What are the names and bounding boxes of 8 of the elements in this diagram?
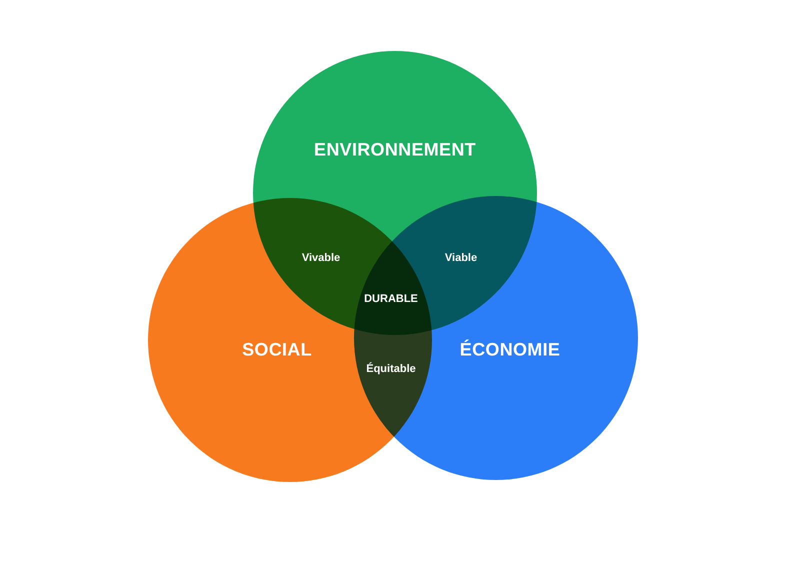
intersection-label: Équitable	[366, 363, 416, 375]
circle-title: SOCIAL	[242, 340, 312, 360]
intersection-label: Vivable	[302, 252, 340, 264]
circle-title: ENVIRONNEMENT	[314, 140, 476, 160]
intersection-label: Viable	[444, 252, 478, 264]
circle-title: ÉCONOMIE	[460, 340, 560, 360]
venn-circle	[354, 196, 638, 480]
intersection-label: DURABLE	[364, 293, 418, 305]
